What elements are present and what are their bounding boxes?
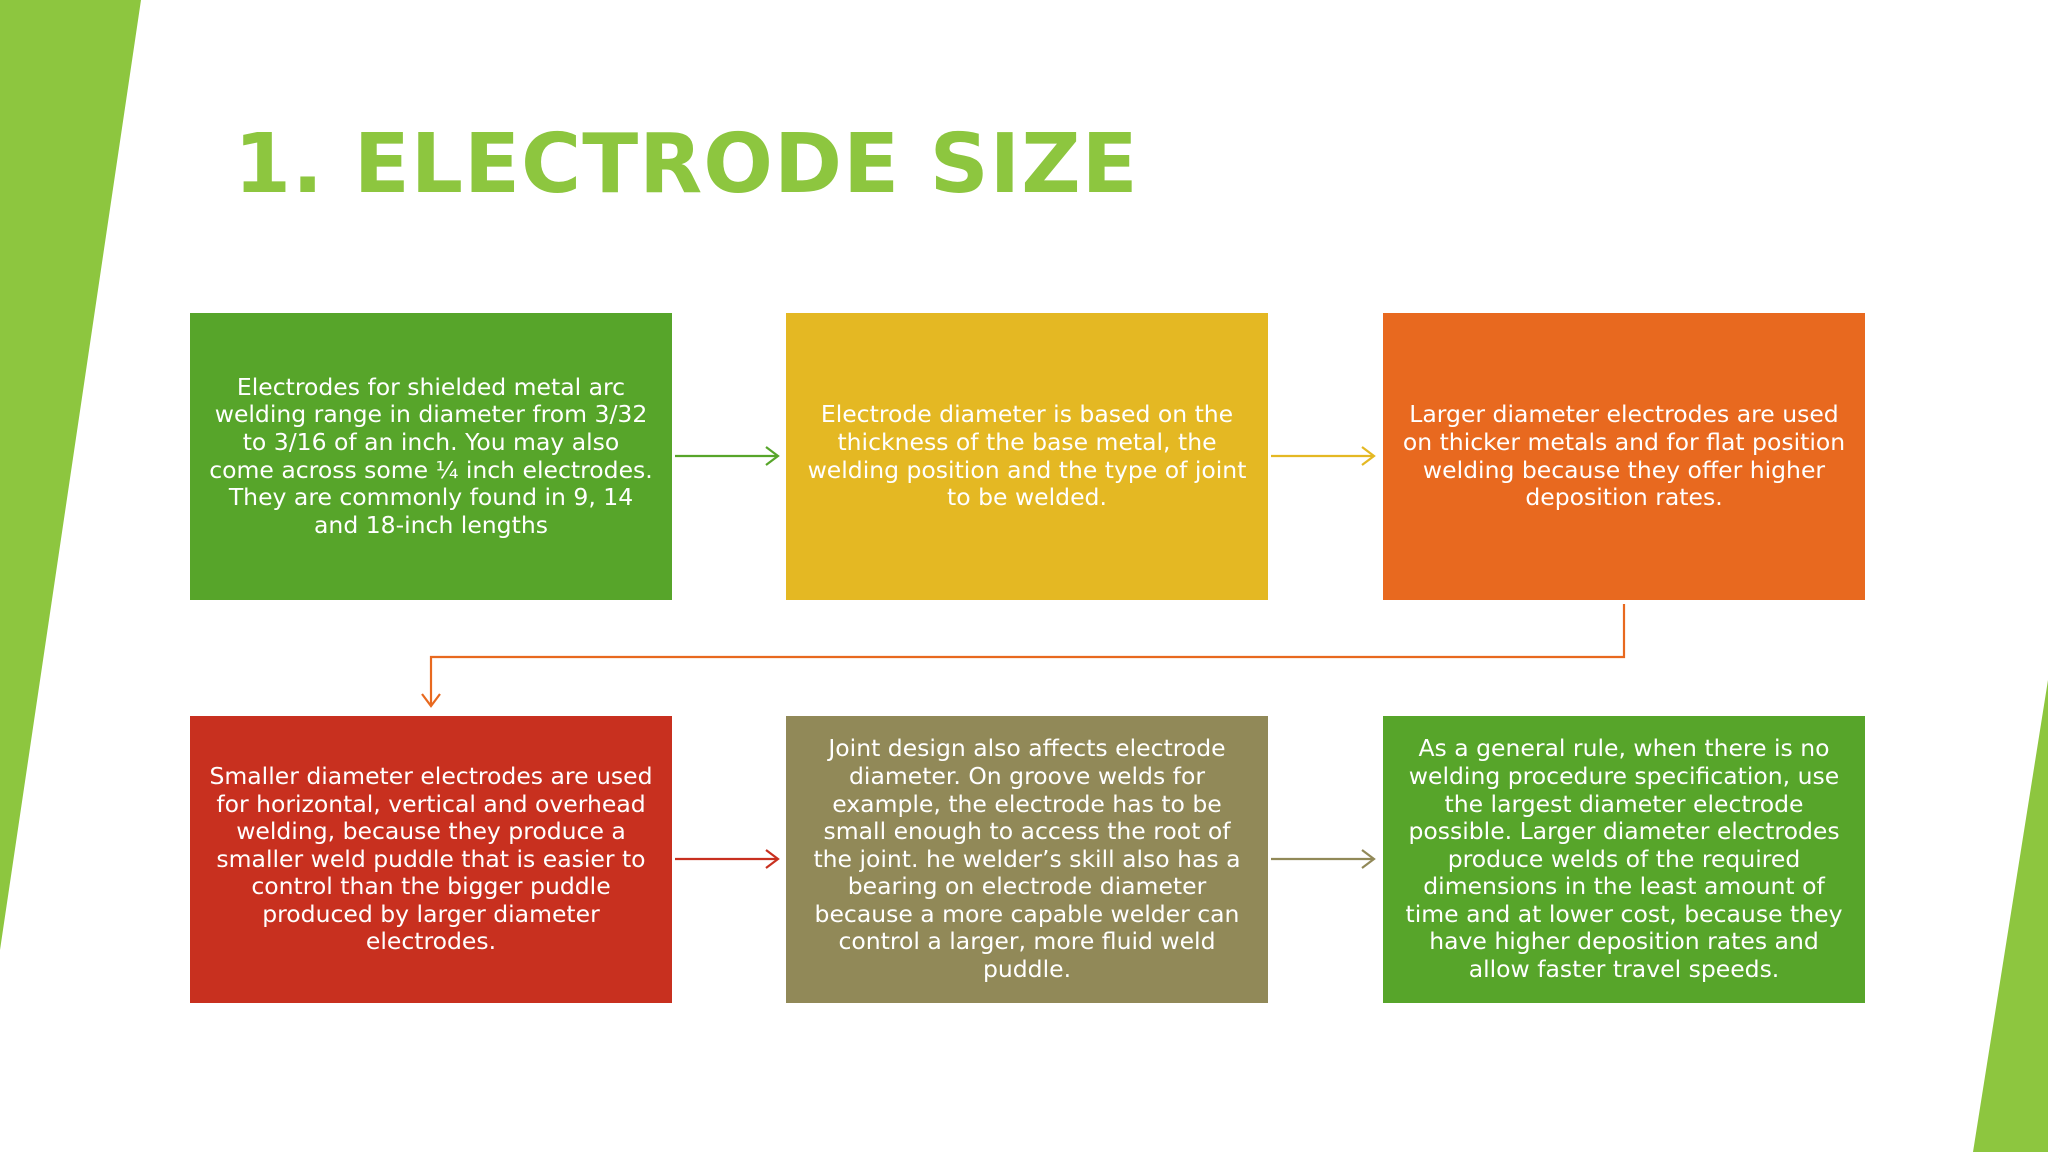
step-box-6: As a general rule, when there is no weld…: [1383, 716, 1865, 1003]
slide-title: 1. ELECTRODE SIZE: [234, 117, 1139, 212]
connector-2-3: [1271, 446, 1376, 466]
step-text-2: Electrode diameter is based on the thick…: [807, 400, 1247, 512]
step-box-5: Joint design also affects electrode diam…: [786, 716, 1268, 1003]
connector-5-6: [1271, 849, 1376, 869]
step-text-6: As a general rule, when there is no weld…: [1405, 734, 1843, 984]
step-text-5: Joint design also affects electrode diam…: [813, 734, 1241, 984]
left-accent-stripe: [0, 0, 141, 950]
connector-3-4: [421, 604, 1626, 708]
step-box-3: Larger diameter electrodes are used on t…: [1383, 313, 1865, 600]
connector-1-2: [675, 446, 780, 466]
step-text-4: Smaller diameter electrodes are used for…: [209, 761, 653, 956]
step-text-3: Larger diameter electrodes are used on t…: [1402, 400, 1846, 512]
step-box-1: Electrodes for shielded metal arc weldin…: [190, 313, 672, 600]
step-text-1: Electrodes for shielded metal arc weldin…: [209, 372, 653, 539]
connector-4-5: [675, 849, 780, 869]
step-box-4: Smaller diameter electrodes are used for…: [190, 716, 672, 1003]
step-box-2: Electrode diameter is based on the thick…: [786, 313, 1268, 600]
right-accent-stripe: [1973, 680, 2048, 1152]
